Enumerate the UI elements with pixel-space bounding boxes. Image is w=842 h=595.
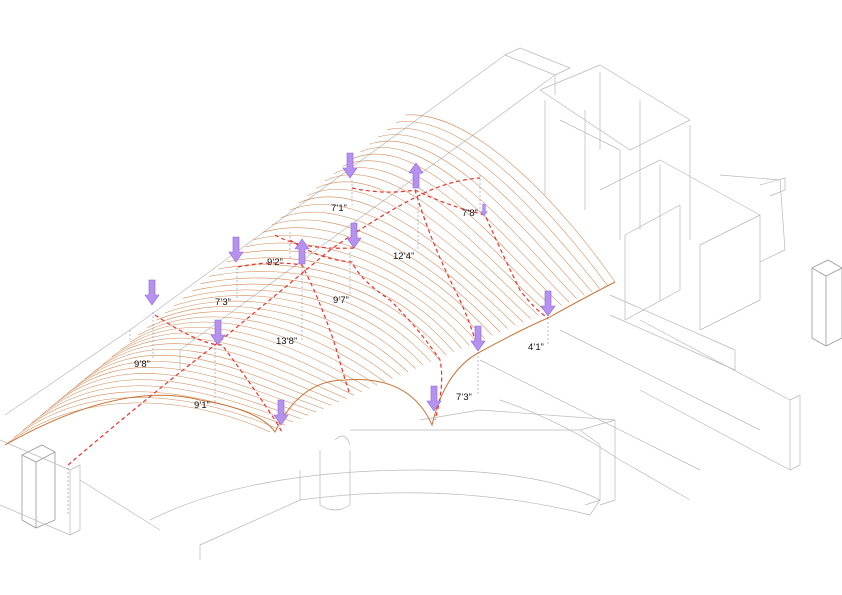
contour-line bbox=[378, 134, 593, 293]
contour-line bbox=[369, 140, 585, 296]
contour-line bbox=[40, 379, 301, 419]
dimension-label: 9’2” bbox=[267, 257, 283, 268]
contour-line bbox=[333, 167, 554, 309]
dimension-label: 9’1” bbox=[194, 400, 210, 411]
canopy-front-edge bbox=[4, 281, 616, 446]
contour-line bbox=[404, 114, 616, 283]
dimension-label: 9’7” bbox=[333, 295, 349, 306]
contour-line bbox=[58, 367, 317, 413]
contour-line bbox=[342, 160, 562, 306]
down-arrow-icon bbox=[210, 319, 226, 346]
dimension-label: 13’8” bbox=[276, 336, 297, 347]
contour-line bbox=[227, 257, 462, 349]
contour-line bbox=[75, 354, 332, 406]
contour-line bbox=[271, 219, 501, 333]
contour-line bbox=[84, 349, 340, 403]
contour-line bbox=[289, 204, 516, 326]
contour-line bbox=[387, 127, 600, 289]
down-arrow-icon bbox=[228, 236, 244, 263]
down-arrow-icon bbox=[470, 325, 486, 352]
contour-line bbox=[173, 295, 416, 369]
contour-line bbox=[315, 181, 539, 316]
contour-line bbox=[298, 196, 524, 323]
dimension-label: 7’8” bbox=[462, 208, 478, 219]
ridge-line-4 bbox=[289, 239, 443, 421]
ridge-line-3 bbox=[237, 262, 351, 396]
contour-line bbox=[280, 212, 508, 329]
contour-line bbox=[209, 271, 447, 356]
contour-line bbox=[164, 300, 409, 373]
contour-line bbox=[93, 343, 347, 399]
down-arrow-icon bbox=[426, 385, 442, 412]
contour-line bbox=[4, 402, 271, 446]
down-arrow-icon bbox=[342, 152, 358, 179]
contour-line bbox=[253, 235, 485, 339]
contour-line bbox=[396, 121, 608, 286]
down-arrow-icon bbox=[540, 290, 556, 317]
contour-line bbox=[244, 242, 478, 343]
down-arrow-icon bbox=[480, 203, 488, 217]
down-arrow-icon bbox=[346, 222, 362, 249]
contour-line bbox=[13, 397, 278, 438]
dimension-label: 4’1” bbox=[528, 342, 544, 353]
up-arrow-icon bbox=[408, 162, 424, 189]
dimension-label: 7’3” bbox=[456, 392, 472, 403]
dimension-label: 12’4” bbox=[393, 251, 414, 262]
dimension-label: 7’3” bbox=[215, 297, 231, 308]
contour-line bbox=[191, 283, 432, 363]
contour-line bbox=[49, 373, 309, 416]
contour-line bbox=[262, 227, 493, 336]
down-arrow-icon bbox=[144, 279, 160, 306]
contour-line bbox=[307, 189, 531, 319]
contour-line bbox=[67, 361, 324, 409]
dimension-label: 7’1” bbox=[331, 203, 347, 214]
contour-line bbox=[182, 289, 424, 366]
force-arrows bbox=[144, 152, 556, 426]
contour-line bbox=[236, 250, 470, 346]
ridge-lines bbox=[67, 177, 549, 466]
dimension-labels: 7’1” 7’8” 12’4” 9’2” 7’3” 9’7” 13’8” 9’8… bbox=[134, 203, 544, 411]
ridge-line-2 bbox=[154, 314, 283, 433]
ridge-line-6 bbox=[414, 189, 549, 319]
contour-line bbox=[200, 277, 439, 359]
down-arrow-icon bbox=[273, 399, 289, 426]
contour-line bbox=[360, 147, 577, 299]
ridge-line-1 bbox=[67, 177, 481, 466]
contour-line bbox=[111, 332, 363, 393]
ridge-line-7 bbox=[274, 234, 356, 249]
contour-line bbox=[102, 337, 355, 396]
up-arrow-icon bbox=[294, 238, 310, 265]
leader-lines bbox=[67, 175, 549, 515]
building-context bbox=[0, 47, 842, 560]
contour-line bbox=[155, 306, 401, 376]
contour-line bbox=[129, 321, 378, 386]
contour-line bbox=[351, 153, 570, 303]
dimension-label: 9’8” bbox=[134, 359, 150, 370]
canopy-contour-lines bbox=[4, 114, 616, 446]
ridge-line-5 bbox=[351, 187, 479, 351]
contour-line bbox=[147, 311, 393, 379]
contour-line bbox=[22, 391, 286, 431]
contour-line bbox=[120, 327, 370, 389]
